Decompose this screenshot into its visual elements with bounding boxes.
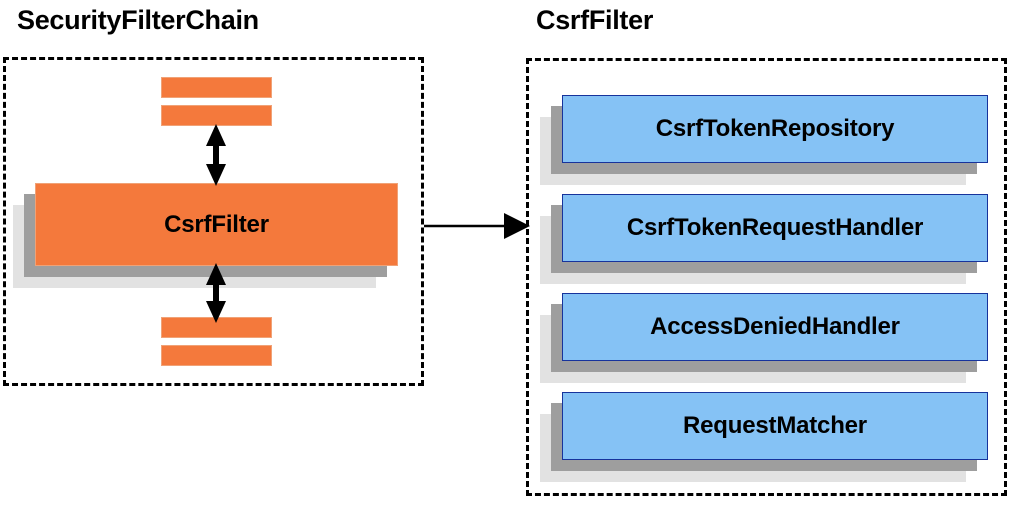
node-request-matcher[interactable]: RequestMatcher — [540, 392, 988, 482]
node-csrf-filter[interactable]: CsrfFilter — [13, 183, 398, 288]
node-csrf-token-request-handler[interactable]: CsrfTokenRequestHandler — [540, 194, 988, 284]
node-label-csrf-token-request-handler: CsrfTokenRequestHandler — [562, 194, 988, 262]
node-label-request-matcher: RequestMatcher — [562, 392, 988, 460]
node-label-csrf-filter: CsrfFilter — [35, 183, 398, 266]
filter-slab-below-1 — [161, 317, 272, 338]
node-access-denied-handler[interactable]: AccessDeniedHandler — [540, 293, 988, 383]
filter-slab-below-2 — [161, 345, 272, 366]
filter-slab-above-2 — [161, 105, 272, 126]
node-label-csrf-token-repository: CsrfTokenRepository — [562, 95, 988, 163]
node-csrf-token-repository[interactable]: CsrfTokenRepository — [540, 95, 988, 185]
group-title-security-filter-chain: SecurityFilterChain — [17, 5, 259, 35]
node-label-access-denied-handler: AccessDeniedHandler — [562, 293, 988, 361]
group-container-security-filter-chain — [3, 57, 424, 386]
group-title-csrf-filter: CsrfFilter — [536, 5, 654, 35]
filter-slab-above-1 — [161, 77, 272, 98]
connector-expand-arrow — [424, 213, 530, 239]
group-container-csrf-filter — [526, 58, 1007, 496]
